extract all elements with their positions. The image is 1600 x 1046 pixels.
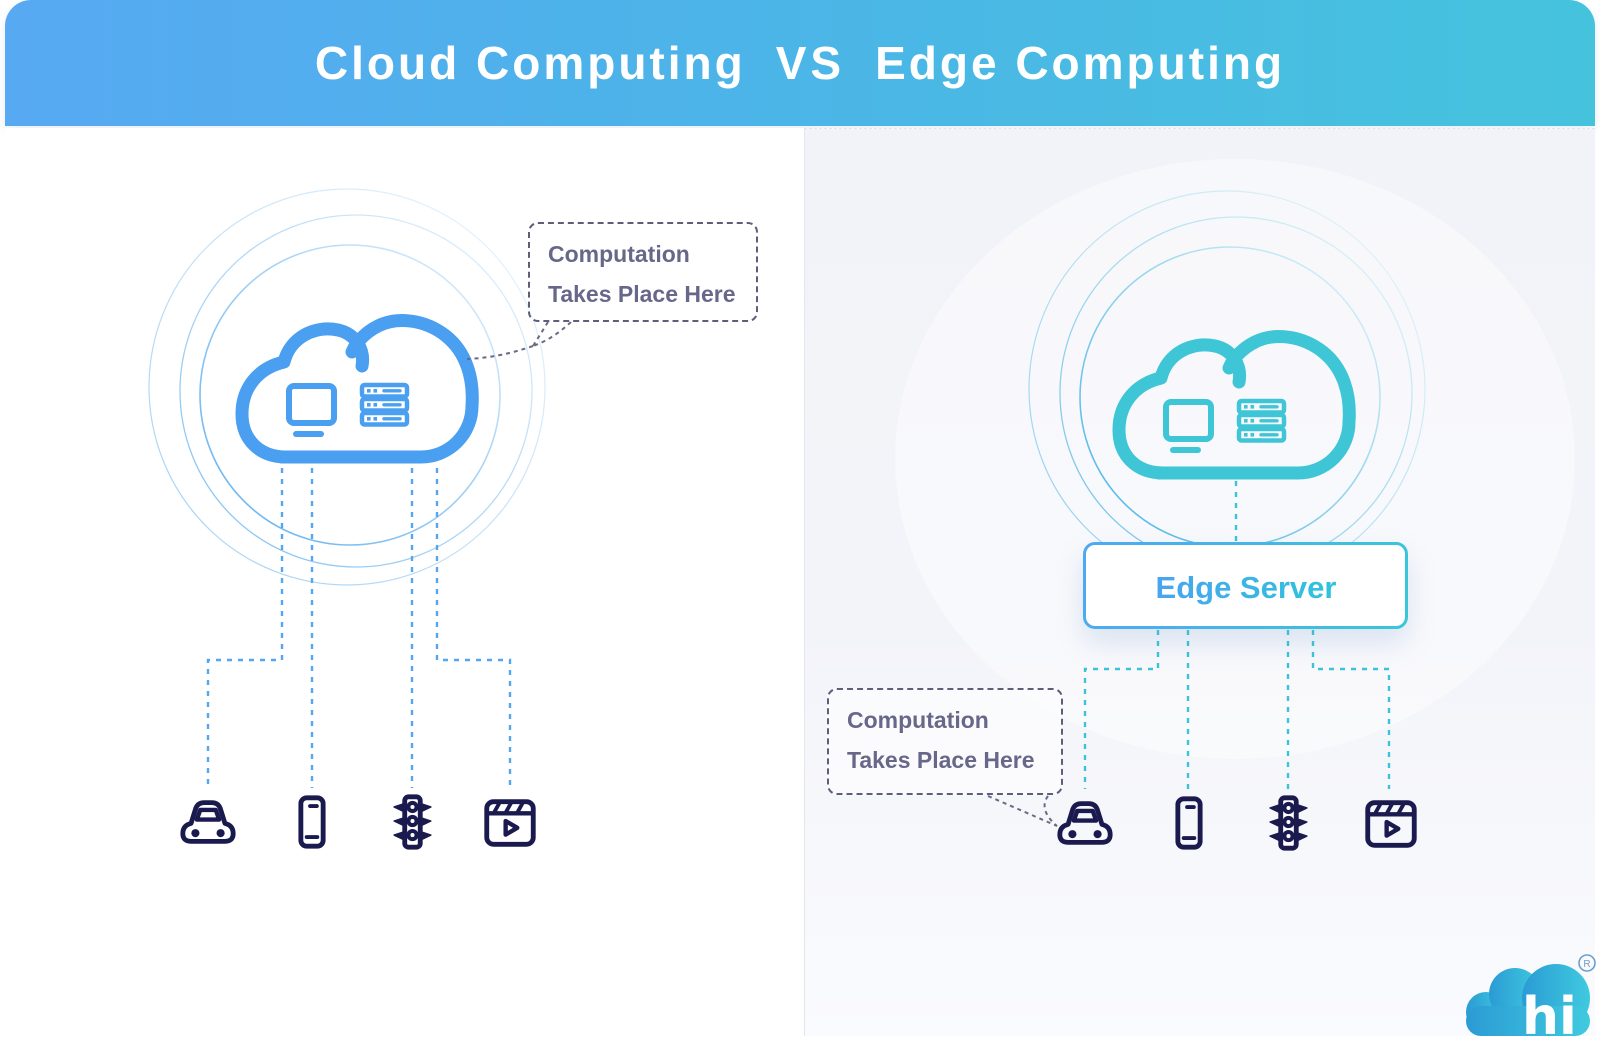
page-title: Cloud Computing VS Edge Computing [315,36,1285,90]
cloud-icon [242,321,472,457]
bubble-text-line1: Computation [548,241,690,267]
bubble-text-line2: Takes Place Here [548,281,736,307]
media-player-icon [1368,803,1415,846]
logo-cloud-icon [1466,964,1590,1036]
media-player-icon [487,802,534,845]
connector-lines [206,468,512,788]
smartphone-icon [301,798,323,846]
soft-glow [895,159,1575,759]
cloud-computing-diagram [148,188,572,1038]
header-banner: Cloud Computing VS Edge Computing [5,0,1595,126]
traffic-light-icon [394,797,431,847]
bubble-pointer [987,795,1058,827]
bubble-pointer [466,321,572,360]
edge-server-box: Edge Server [1083,542,1408,629]
car-icon [183,803,233,842]
edge-server-label: Edge Server [1155,570,1336,605]
computation-bubble-right: Computation Takes Place Here [827,688,1063,795]
title-right: Edge Computing [875,37,1286,89]
title-vs: VS [775,37,846,89]
bubble-text-line2: Takes Place Here [847,747,1035,773]
orbit-rings [148,188,546,586]
edge-computing-panel [804,128,1595,1036]
edge-server-box-inner: Edge Server [1086,545,1405,626]
computation-bubble-left: Computation Takes Place Here [528,222,758,322]
car-icon [1060,804,1110,843]
title-left: Cloud Computing [314,37,746,89]
smartphone-icon [1178,799,1200,847]
hi-cloud-logo: hi R [1466,954,1596,1042]
edge-server-label-svg: Edge Server [1155,570,1336,605]
traffic-light-icon [1270,798,1307,848]
connector-lines [1083,481,1391,789]
registered-mark-circle [1578,954,1596,972]
registered-mark-letter: R [1583,959,1590,970]
logo-wordmark: hi [1522,987,1577,1042]
bubble-text-line1: Computation [847,707,989,733]
